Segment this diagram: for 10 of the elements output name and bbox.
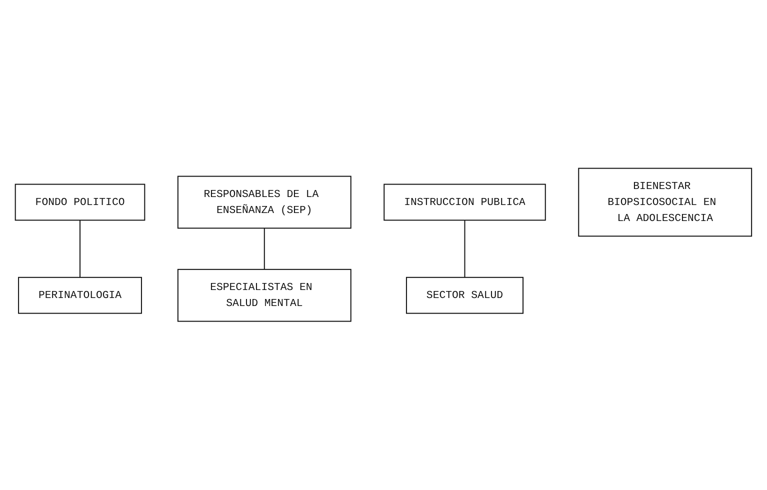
connector [464,220,466,278]
node-box: INSTRUCCION PUBLICA [384,184,546,221]
node-box: SECTOR SALUD [406,277,524,314]
node-box: FONDO POLITICO [14,184,146,221]
node-box: BIENESTAR BIOPSICOSOCIAL EN LA ADOLESCENCIA [578,168,752,237]
connector [264,228,265,270]
node-box: ESPECIALISTAS EN SALUD MENTAL [177,269,352,322]
connector [80,220,81,278]
node-box: PERINATOLOGIA [18,277,142,314]
node-box: RESPONSABLES DE LA ENSEÑANZA (SEP) [177,176,352,229]
